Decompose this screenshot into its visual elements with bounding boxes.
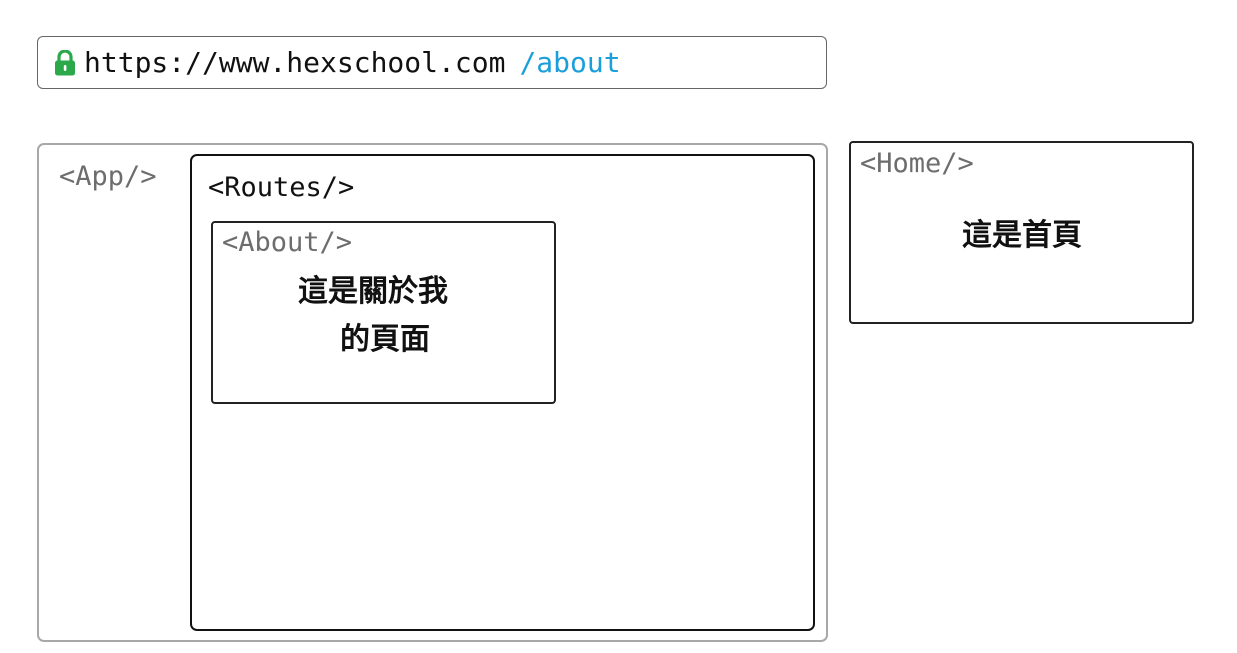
url-path: /about: [519, 46, 621, 79]
home-page-text: 這是首頁: [962, 218, 1082, 253]
home-tag-label: <Home/>: [860, 148, 974, 179]
about-tag-label: <About/>: [222, 227, 353, 258]
app-tag-label: <App/>: [59, 161, 157, 192]
about-page-text-line2: 的頁面: [340, 322, 430, 357]
url-host: https://www.hexschool.com: [84, 46, 506, 79]
routes-tag-label: <Routes/>: [208, 172, 355, 203]
about-component-box: [211, 221, 556, 404]
app-component-box: [37, 143, 828, 642]
routes-component-box: [190, 154, 815, 631]
address-bar[interactable]: https://www.hexschool.com /about: [37, 36, 827, 89]
lock-icon: [54, 48, 76, 76]
home-component-box: [849, 141, 1194, 324]
about-page-text-line1: 這是關於我: [298, 274, 448, 309]
